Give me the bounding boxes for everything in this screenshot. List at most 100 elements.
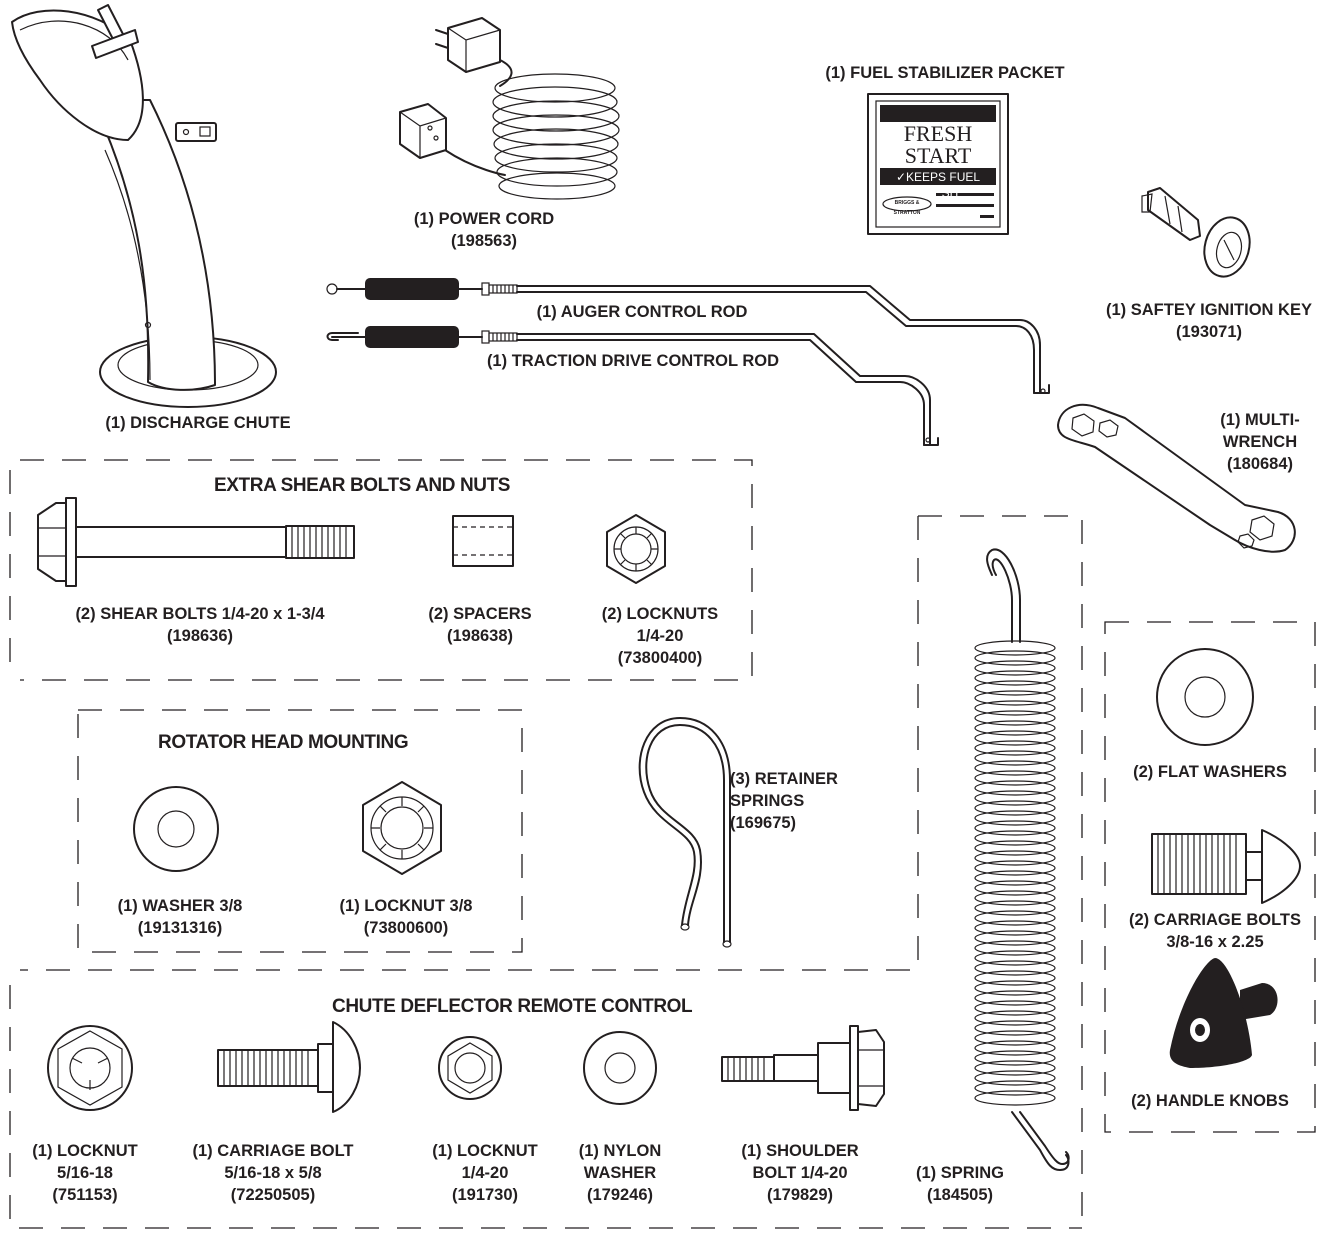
label-shoulder-bolt: (1) SHOULDER BOLT 1/4-20 (179829): [741, 1142, 859, 1204]
spring-coil: [974, 950, 1056, 966]
spring-coil: [974, 870, 1056, 886]
spring-coil: [974, 990, 1056, 1006]
spring-coil: [974, 790, 1056, 806]
multi-wrench-drawing: [1057, 403, 1296, 553]
spring-coil: [974, 940, 1056, 956]
section-title-shear: EXTRA SHEAR BOLTS AND NUTS: [214, 475, 511, 496]
spring-coil: [974, 1020, 1056, 1036]
section-borders: [9, 459, 1316, 1229]
spring-coil: [974, 1090, 1056, 1106]
spring-coil: [974, 830, 1056, 846]
spring-coil: [974, 960, 1056, 976]
spring-coil: [974, 1080, 1056, 1096]
spring-coil: [974, 980, 1056, 996]
locknut-14-drawing: [438, 1036, 502, 1100]
label-carriage-bolts-38: (2) CARRIAGE BOLTS 3/8-16 x 2.25: [1128, 911, 1302, 951]
ignition-key-drawing: [1141, 187, 1251, 278]
retainer-spring-drawing: [638, 717, 732, 948]
spring-coil: [974, 750, 1056, 766]
spring-coil: [974, 730, 1056, 746]
auger-rod-drawing: [326, 278, 1050, 394]
spring-coil: [974, 840, 1056, 856]
spring-coil: [974, 760, 1056, 776]
label-flat-washers: (2) FLAT WASHERS: [1133, 763, 1287, 781]
locknut-38-drawing: [362, 781, 442, 875]
spring-coil: [974, 740, 1056, 756]
label-power-cord: (1) POWER CORD (198563): [413, 210, 555, 250]
carriage-bolt-516-drawing: [217, 1021, 361, 1113]
carriage-bolt-38-drawing: [1151, 829, 1301, 904]
spring-coil: [974, 710, 1056, 726]
spring-coil: [974, 900, 1056, 916]
label-shear-bolts: (2) SHEAR BOLTS 1/4-20 x 1-3/4 (198636): [75, 605, 325, 645]
spring-coil: [974, 890, 1056, 906]
discharge-chute-drawing: [11, 4, 277, 408]
spring-coil: [974, 810, 1056, 826]
label-locknut-14: (1) LOCKNUT 1/4-20 (191730): [432, 1142, 538, 1204]
spring-coil: [974, 1060, 1056, 1076]
packet-fresh: FRESH: [903, 121, 973, 146]
spring-coil: [974, 910, 1056, 926]
label-locknuts-shear: (2) LOCKNUTS 1/4-20 (73800400): [601, 605, 719, 667]
spring-coil: [974, 670, 1056, 686]
spring-coil: [974, 1010, 1056, 1026]
label-nylon-washer: (1) NYLON WASHER (179246): [578, 1142, 662, 1204]
washer-38-drawing: [133, 786, 219, 872]
spring-coil: [974, 640, 1056, 656]
power-cord-drawing: [399, 17, 620, 200]
label-washer-38: (1) WASHER 3/8 (19131316): [117, 897, 243, 937]
locknut-shear-drawing: [606, 514, 666, 584]
label-locknut-516: (1) LOCKNUT 5/16-18 (751153): [32, 1142, 138, 1204]
section-title-rotator: ROTATOR HEAD MOUNTING: [158, 732, 409, 753]
spring-coil: [974, 1000, 1056, 1016]
spring-coil: [974, 700, 1056, 716]
spring-coil: [974, 720, 1056, 736]
label-multi-wrench: (1) MULTI- WRENCH (180684): [1220, 411, 1300, 473]
spring-coil: [974, 690, 1056, 706]
label-traction-rod: (1) TRACTION DRIVE CONTROL ROD: [486, 352, 780, 370]
locknut-516-drawing: [47, 1025, 133, 1111]
spring-coil: [974, 1040, 1056, 1056]
spring-coil: [974, 800, 1056, 816]
label-spring: (1) SPRING (184505): [915, 1164, 1004, 1204]
label-spacers: (2) SPACERS (198638): [428, 605, 532, 645]
traction-rod-drawing: [326, 326, 939, 446]
label-locknut-38: (1) LOCKNUT 3/8 (73800600): [339, 897, 473, 937]
label-retainer-springs: (3) RETAINER SPRINGS (169675): [730, 770, 838, 832]
spring-coil: [974, 930, 1056, 946]
label-fuel-packet: (1) FUEL STABILIZER PACKET: [825, 64, 1065, 82]
packet-start: START: [904, 143, 972, 168]
spring-coil: [974, 660, 1056, 676]
packet-banner: ✓KEEPS FUEL FRESH: [895, 170, 981, 200]
label-handle-knobs: (2) HANDLE KNOBS: [1131, 1092, 1289, 1110]
spring-coil: [974, 820, 1056, 836]
spring-coil: [974, 650, 1056, 666]
flat-washer-drawing: [1156, 648, 1254, 746]
label-carriage-bolt-516: (1) CARRIAGE BOLT 5/16-18 x 5/8 (7225050…: [192, 1142, 354, 1204]
section-title-chute-remote: CHUTE DEFLECTOR REMOTE CONTROL: [332, 996, 693, 1017]
shoulder-bolt-drawing: [721, 1025, 885, 1111]
shear-bolt-drawing: [37, 497, 355, 587]
spring-coil: [974, 970, 1056, 986]
spring-coil: [974, 680, 1056, 696]
label-ignition-key: (1) SAFTEY IGNITION KEY (193071): [1106, 301, 1312, 341]
packet-brand: BRIGGS & STRATTON: [893, 200, 921, 216]
label-auger-rod: (1) AUGER CONTROL ROD: [536, 303, 748, 321]
spring-coil: [974, 1030, 1056, 1046]
spring-coil: [974, 1070, 1056, 1086]
spring-coil: [974, 880, 1056, 896]
spring-coil: [974, 770, 1056, 786]
spring-coil: [974, 850, 1056, 866]
spring-coil: [974, 920, 1056, 936]
spring-coil: [974, 860, 1056, 876]
nylon-washer-drawing: [583, 1031, 657, 1105]
spring-coil: [974, 1050, 1056, 1066]
label-discharge-chute: (1) DISCHARGE CHUTE: [105, 414, 291, 432]
spring-drawing: [974, 548, 1070, 1171]
spring-coil: [974, 780, 1056, 796]
fuel-packet-drawing: [867, 93, 1009, 235]
spacer-drawing: [452, 515, 514, 567]
handle-knob-drawing: [1169, 958, 1278, 1068]
